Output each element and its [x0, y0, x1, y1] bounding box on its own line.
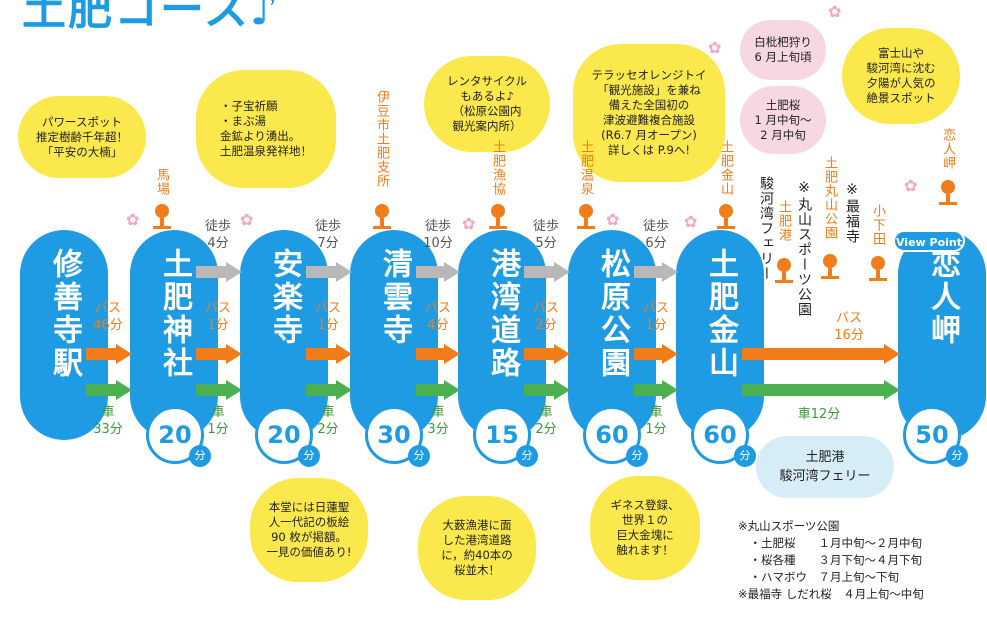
- car-arrow: [524, 380, 570, 400]
- car-label: 車 2分: [317, 405, 339, 437]
- car-arrow: [634, 380, 678, 400]
- station-anrakuji: 安楽寺: [240, 230, 328, 440]
- bus-stop-pin-icon: [821, 254, 839, 279]
- pin-label-gyokyo: 土肥漁協: [490, 140, 505, 196]
- info-bubble-terrasse: テラッセオレンジトイ 「観光施設」を兼ね 備えた全国初の 津波避難複合施設 (R…: [573, 44, 725, 182]
- bus-label: バス 16分: [834, 311, 864, 343]
- car-arrow: [742, 380, 900, 400]
- bus-arrow: [196, 344, 242, 364]
- bus-stop-pin-icon: [577, 204, 595, 229]
- flower-icon: ✿: [462, 214, 476, 233]
- info-bubble-jinja: パワースポット 推定樹齢千年超！ 「平安の大楠」: [18, 96, 146, 178]
- bus-stop-pin-icon: [153, 204, 171, 229]
- bus-label: バス 1分: [642, 301, 669, 333]
- bus-arrow: [416, 344, 460, 364]
- flower-icon: ✿: [606, 210, 620, 229]
- car-label: 車 2分: [535, 405, 557, 437]
- bus-label: バス 2分: [532, 301, 559, 333]
- flower-icon: ✿: [126, 210, 140, 229]
- ferry-vertical-label: 駿河湾フェリー: [758, 176, 774, 281]
- ferry-bubble: 土肥港 駿河湾フェリー: [756, 436, 894, 498]
- walk-label: 徒歩 6分: [642, 219, 669, 251]
- bus-stop-pin-icon: [717, 204, 735, 229]
- flower-icon: ✿: [904, 176, 918, 195]
- bus-label: バス 4分: [424, 301, 451, 333]
- station-matsubara-koen: 松原公園: [568, 230, 656, 440]
- bus-arrow: [634, 344, 678, 364]
- walk-arrow: [634, 262, 678, 282]
- info-bubble-biwa: 白枇杷狩り 6 月上旬頃: [740, 20, 826, 80]
- station-koibito-misaki: 恋人岬: [898, 230, 986, 440]
- walk-arrow: [306, 262, 352, 282]
- car-arrow: [86, 380, 132, 400]
- info-bubble-anrakuji: ・子宝祈願 ・まぶ湯 金鉱より湧出。 土肥温泉発祥地！: [196, 70, 336, 188]
- pin-label-koibito: 恋人岬: [940, 128, 955, 170]
- info-bubble-kowan: 大薮漁港に面 した港湾道路 に，約40本の 桜並木！: [418, 496, 536, 600]
- page-title: 土肥コース♪: [22, 0, 280, 35]
- temple-note: ※最福寺: [844, 182, 860, 244]
- walk-label: 徒歩 10分: [423, 219, 453, 251]
- bus-stop-pin-icon: [373, 204, 391, 229]
- bus-arrow: [306, 344, 352, 364]
- car-label: 車 1分: [207, 405, 229, 437]
- pin-label-shisho: 伊豆市土肥支所: [374, 90, 389, 188]
- info-bubble-seiunji: 本堂には日蓮聖 人一代記の板絵 90 枚が掲額。 一見の価値あり!: [250, 478, 368, 582]
- info-bubble-rental-cycle: レンタサイクル もあるよ♪ （松原公園内 観光案内所）: [424, 56, 550, 152]
- car-label: 車 1分: [645, 405, 667, 437]
- pin-label-onsen: 土肥温泉: [578, 140, 593, 196]
- info-bubble-fuji: 富士山や 駿河湾に沈む 夕陽が人気の 絶景スポット: [842, 28, 960, 124]
- car-arrow: [306, 380, 352, 400]
- flower-icon: ✿: [684, 212, 698, 231]
- bus-arrow: [524, 344, 570, 364]
- pin-label-odahara: 小下田: [870, 204, 885, 246]
- flower-icon: ✿: [708, 38, 722, 57]
- walk-arrow: [416, 262, 460, 282]
- flower-icon: ✿: [240, 210, 254, 229]
- walk-label: 徒歩 5分: [532, 219, 559, 251]
- view-point-badge: View Point: [893, 230, 965, 252]
- walk-label: 徒歩 4分: [204, 219, 231, 251]
- walk-arrow: [524, 262, 570, 282]
- info-bubble-sakura: 土肥桜 1 月中旬〜 2 月中旬: [740, 86, 826, 154]
- car-label: 車 3分: [427, 405, 449, 437]
- bus-arrow: [742, 344, 900, 364]
- car-arrow: [196, 380, 242, 400]
- sports-park-note: ※丸山スポーツ公園: [796, 180, 812, 317]
- station-seiunji: 清雲寺: [350, 230, 438, 440]
- pin-label-baba: 馬場: [154, 168, 169, 196]
- bus-arrow: [86, 344, 132, 364]
- bus-label: バス 1分: [204, 301, 231, 333]
- pin-label-port: 土肥港: [776, 200, 791, 242]
- walk-label: 徒歩 7分: [314, 219, 341, 251]
- station-toi-kinzan: 土肥金山: [676, 230, 764, 440]
- station-shuzenji: 修善寺駅: [20, 230, 108, 440]
- bus-label: バス 46分: [93, 301, 123, 333]
- car-label: 車12分: [797, 407, 841, 422]
- bus-stop-pin-icon: [489, 204, 507, 229]
- flower-icon: ✿: [828, 2, 842, 21]
- station-toi-jinja: 土肥神社: [130, 230, 218, 440]
- info-bubble-kinzan: ギネス登録、 世界１の 巨大金塊に 触れます！: [590, 476, 700, 580]
- car-label: 車 33分: [93, 405, 123, 437]
- footnote-flowers: ※丸山スポーツ公園 ・土肥桜 １月中旬〜２月中旬 ・桜各種 ３月下旬〜４月下旬 …: [738, 519, 924, 601]
- bus-stop-pin-icon: [869, 256, 887, 281]
- walk-arrow: [196, 262, 242, 282]
- pin-label-maruyama: 土肥丸山公園: [822, 156, 837, 240]
- pin-label-kinzan: 土肥金山: [718, 140, 733, 196]
- bus-label: バス 1分: [314, 301, 341, 333]
- bus-stop-pin-icon: [775, 258, 793, 283]
- car-arrow: [416, 380, 460, 400]
- station-kowan-doro: 港湾道路: [458, 230, 546, 440]
- bus-stop-pin-icon: [939, 180, 957, 205]
